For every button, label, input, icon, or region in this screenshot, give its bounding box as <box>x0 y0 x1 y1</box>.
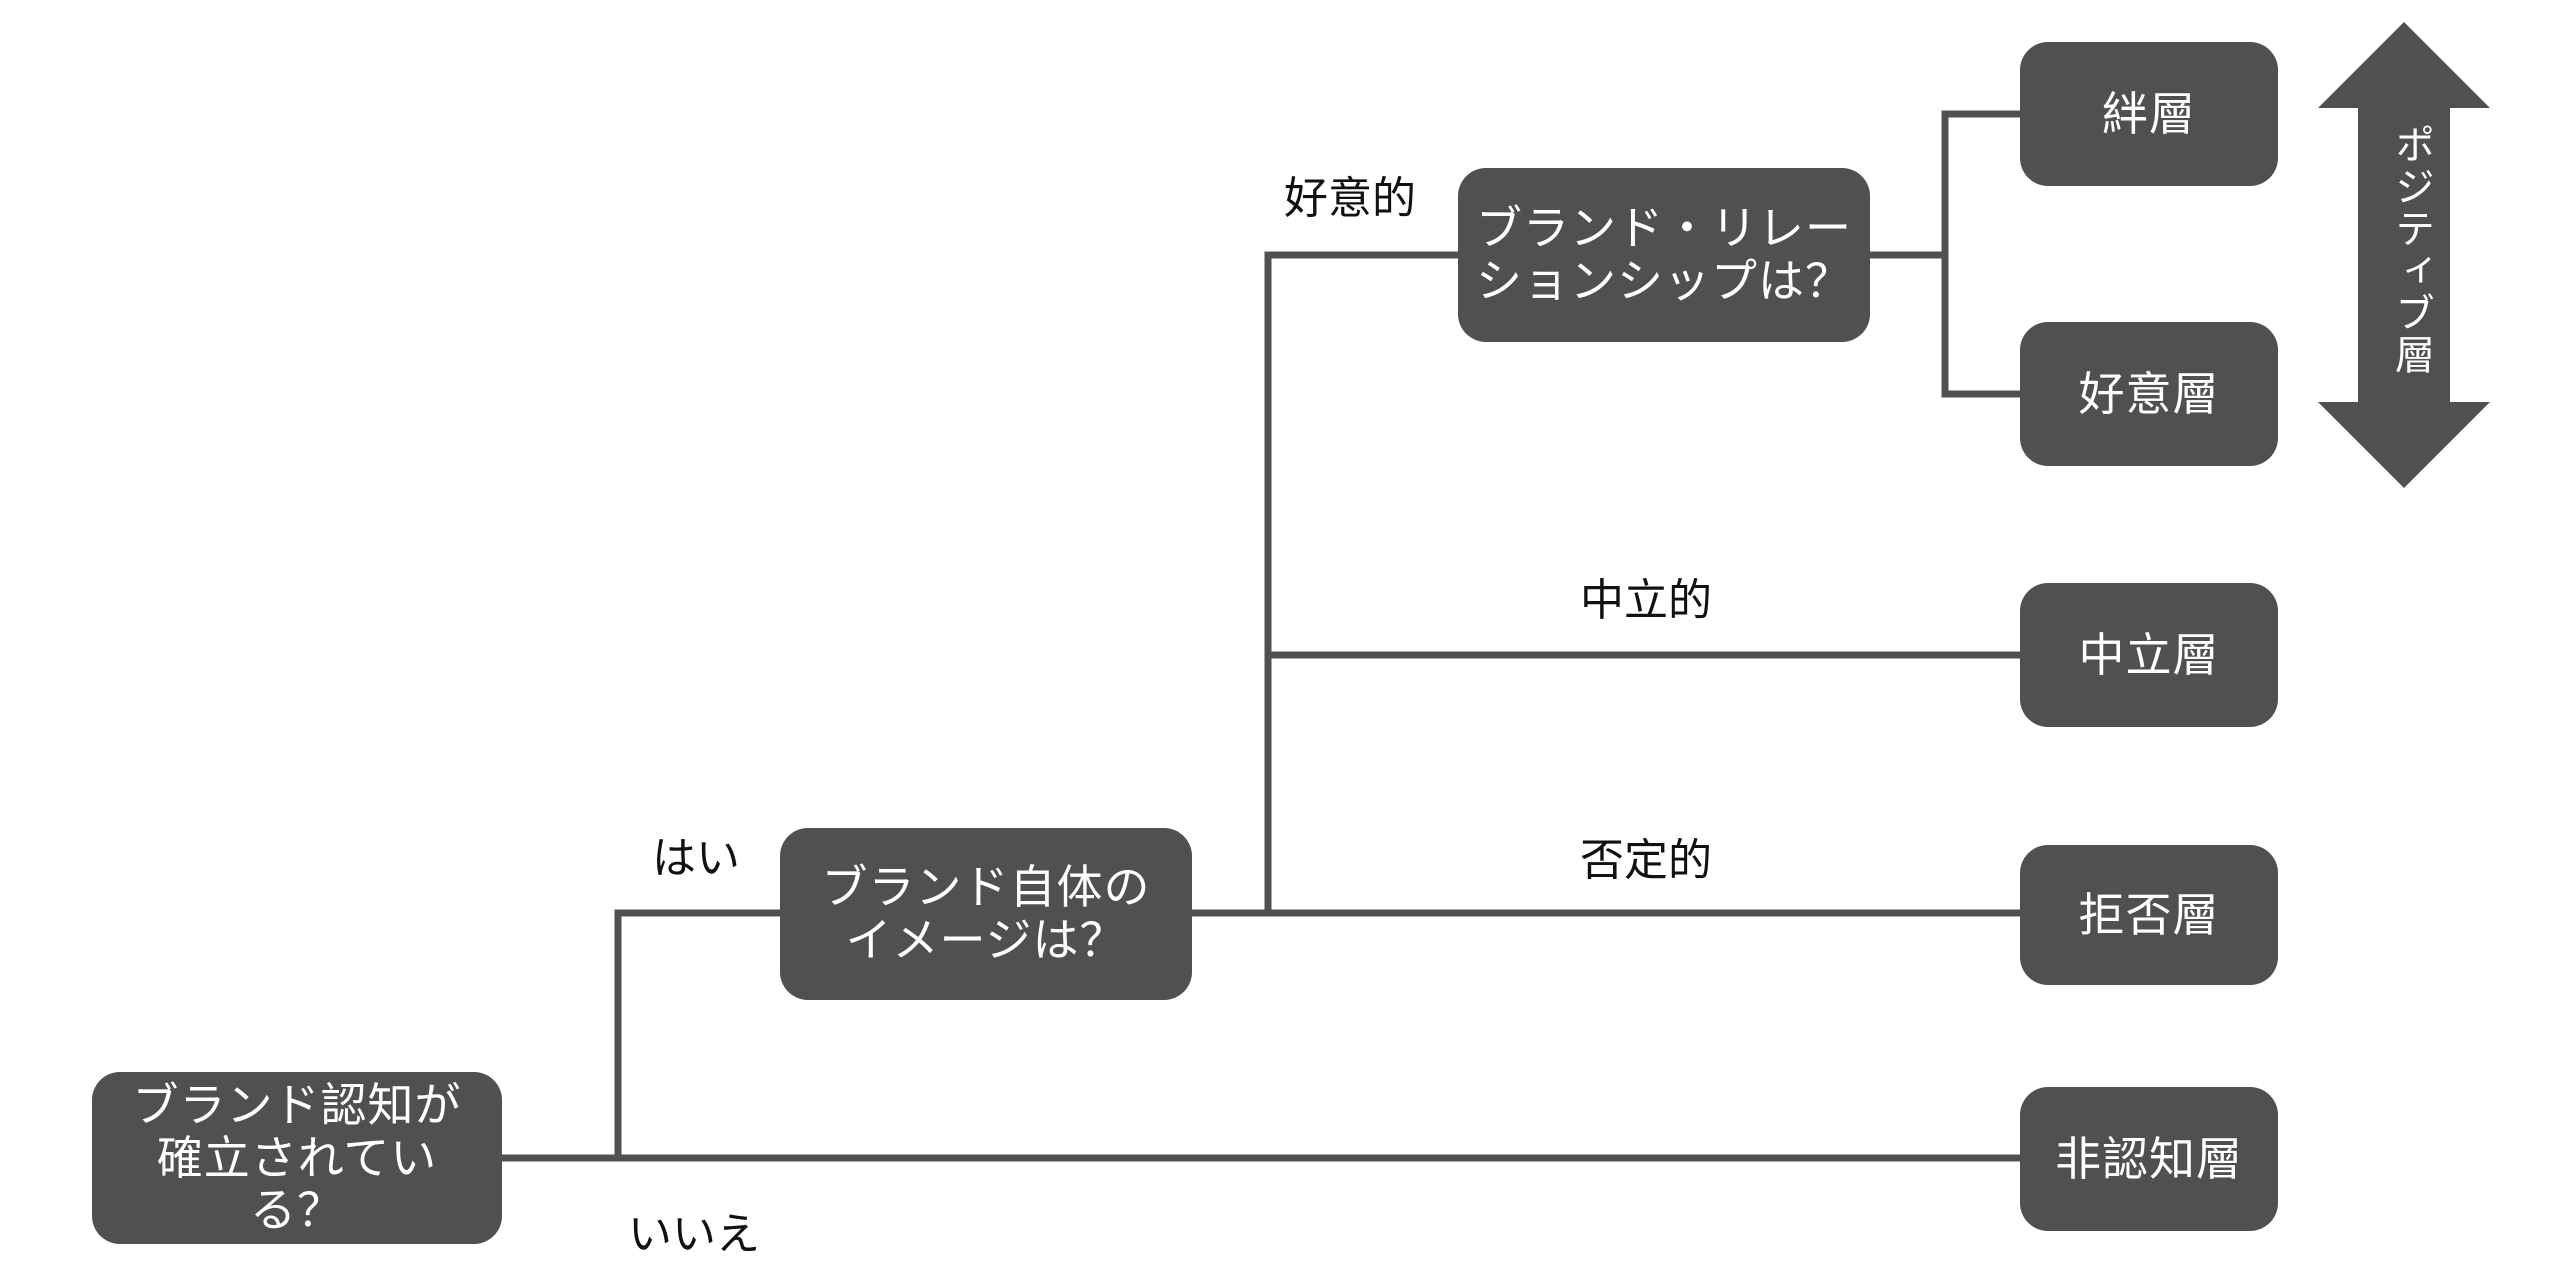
node-favor-layer: 好意層 <box>2020 322 2278 466</box>
node-brand-image: ブランド自体の イメージは？ <box>780 828 1192 1000</box>
edge-label-neutral: 中立的 <box>1580 575 1712 626</box>
node-unaware-layer: 非認知層 <box>2020 1087 2278 1231</box>
node-brand-relationship: ブランド・リレー ションシップは？ <box>1458 168 1870 342</box>
edge-label-favorable: 好意的 <box>1284 173 1416 224</box>
positive-range-arrow <box>2318 22 2490 488</box>
node-brand-awareness: ブランド認知が 確立されている？ <box>92 1072 502 1244</box>
node-reject-layer: 拒否層 <box>2020 845 2278 985</box>
edge-label-no: いいえ <box>628 1209 760 1260</box>
node-bond-layer: 絆層 <box>2020 42 2278 186</box>
edge-label-negative: 否定的 <box>1580 835 1712 886</box>
positive-layer-label: ポジティブ層 <box>2388 124 2434 376</box>
node-neutral-layer: 中立層 <box>2020 583 2278 727</box>
edge-label-yes: はい <box>652 833 740 884</box>
